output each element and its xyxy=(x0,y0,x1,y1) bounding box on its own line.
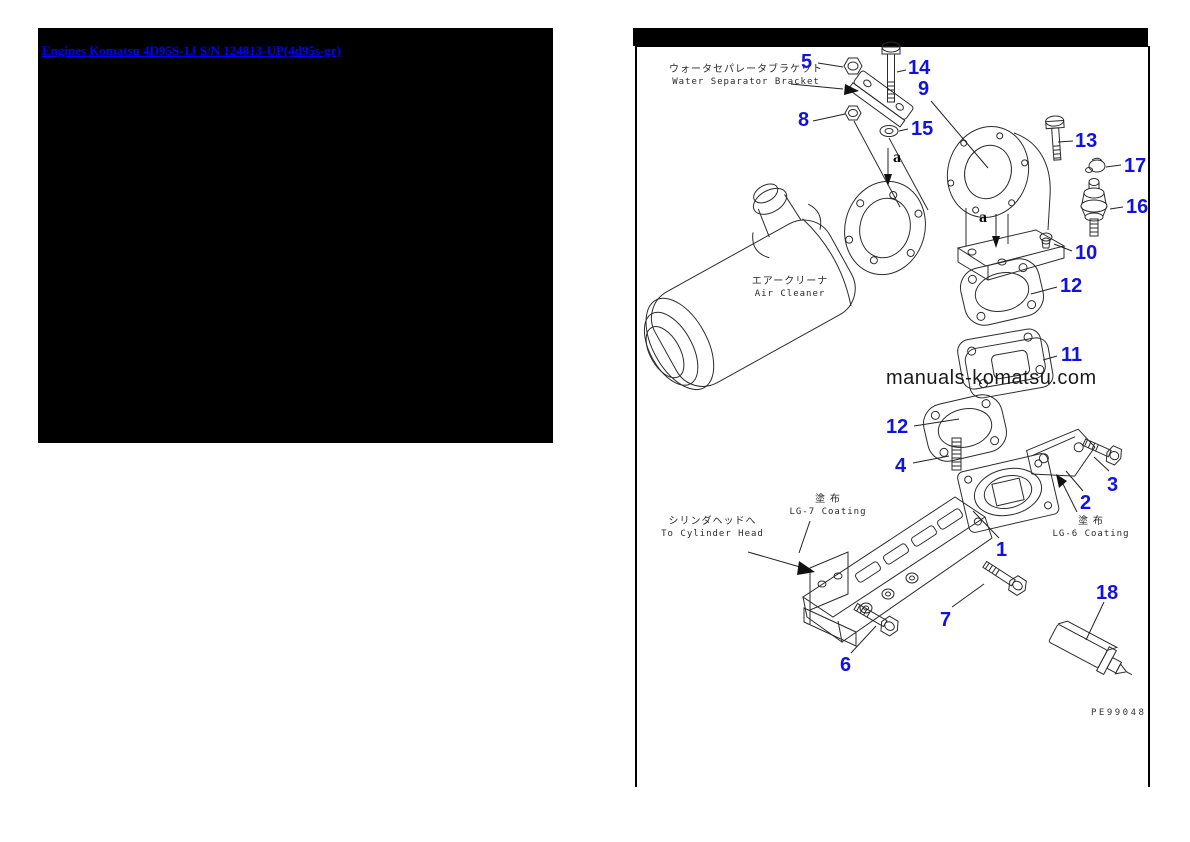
lg6-coating-label-en: LG-6 Coating xyxy=(1052,528,1130,539)
manual-title-link[interactable]: Engines Komatsu 4D95S-1J S/N 124813-UP(4… xyxy=(42,43,342,58)
callout-12-upper: 12 xyxy=(1060,275,1083,297)
air-cleaner-label-en: Air Cleaner xyxy=(754,288,826,299)
callout-18: 18 xyxy=(1096,582,1119,604)
to-cylinder-head-label-jp: シリンダヘッドへ xyxy=(668,516,757,527)
callout-13: 13 xyxy=(1075,130,1098,152)
callout-5: 5 xyxy=(801,51,813,73)
drawing-number: PE99048 xyxy=(1091,708,1147,718)
callout-1: 1 xyxy=(996,539,1008,561)
site-watermark: manuals-komatsu.com xyxy=(886,367,1097,389)
callout-16: 16 xyxy=(1126,196,1149,218)
callout-7: 7 xyxy=(940,609,952,631)
callout-14: 14 xyxy=(908,57,931,79)
to-cylinder-head-label: シリンダヘッドへ To Cylinder Head xyxy=(660,516,765,540)
view-marker-a-2: a xyxy=(979,209,987,226)
callout-3: 3 xyxy=(1107,474,1119,496)
lg6-coating-label-jp: 塗 布 xyxy=(1078,516,1104,527)
water-separator-label-en: Water Separator Bracket xyxy=(672,76,820,87)
air-cleaner-label: エアークリーナ Air Cleaner xyxy=(745,276,835,300)
callout-11: 11 xyxy=(1061,344,1083,366)
callout-9: 9 xyxy=(918,78,930,100)
water-separator-label: ウォータセパレータブラケット Water Separator Bracket xyxy=(656,64,836,88)
lg7-coating-label-en: LG-7 Coating xyxy=(789,506,867,517)
callout-2: 2 xyxy=(1080,492,1092,514)
left-black-panel: Engines Komatsu 4D95S-1J S/N 124813-UP(4… xyxy=(38,28,553,443)
lg6-coating-label: 塗 布 LG-6 Coating xyxy=(1045,516,1137,540)
callout-8: 8 xyxy=(798,109,810,131)
callout-17: 17 xyxy=(1124,155,1147,177)
lg7-coating-label: 塗 布 LG-7 Coating xyxy=(780,494,876,518)
callout-6: 6 xyxy=(840,654,852,676)
callout-12-lower: 12 xyxy=(886,416,909,438)
callout-15: 15 xyxy=(911,118,934,140)
air-cleaner-label-jp: エアークリーナ xyxy=(751,276,829,287)
callout-10: 10 xyxy=(1075,242,1098,264)
to-cylinder-head-label-en: To Cylinder Head xyxy=(661,528,764,539)
water-separator-label-jp: ウォータセパレータブラケット xyxy=(669,64,823,75)
lg7-coating-label-jp: 塗 布 xyxy=(815,494,841,505)
diagram-header-bar xyxy=(633,28,1148,46)
callout-4: 4 xyxy=(895,455,907,477)
view-marker-a-1: a xyxy=(893,149,901,166)
